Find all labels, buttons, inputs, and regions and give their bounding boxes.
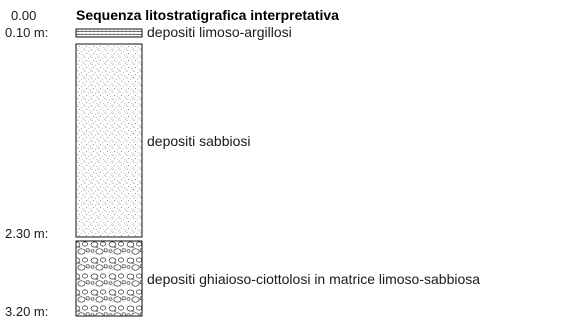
layer-gravel bbox=[75, 240, 143, 317]
diagram-title: Sequenza litostratigrafica interpretativ… bbox=[76, 7, 339, 23]
top-depth-label: 0.00 bbox=[11, 8, 36, 23]
layer-silty-clay bbox=[75, 28, 143, 38]
depth-label-0-10: 0.10 m: bbox=[5, 25, 48, 40]
depth-label-3-20: 3.20 m: bbox=[5, 304, 48, 319]
layer-label-sand: depositi sabbiosi bbox=[147, 133, 251, 149]
layer-sand bbox=[75, 43, 143, 238]
depth-label-2-30: 2.30 m: bbox=[5, 226, 48, 241]
layer-label-silty-clay: depositi limoso-argillosi bbox=[147, 24, 292, 40]
layer-label-gravel: depositi ghiaioso-ciottolosi in matrice … bbox=[147, 271, 480, 287]
